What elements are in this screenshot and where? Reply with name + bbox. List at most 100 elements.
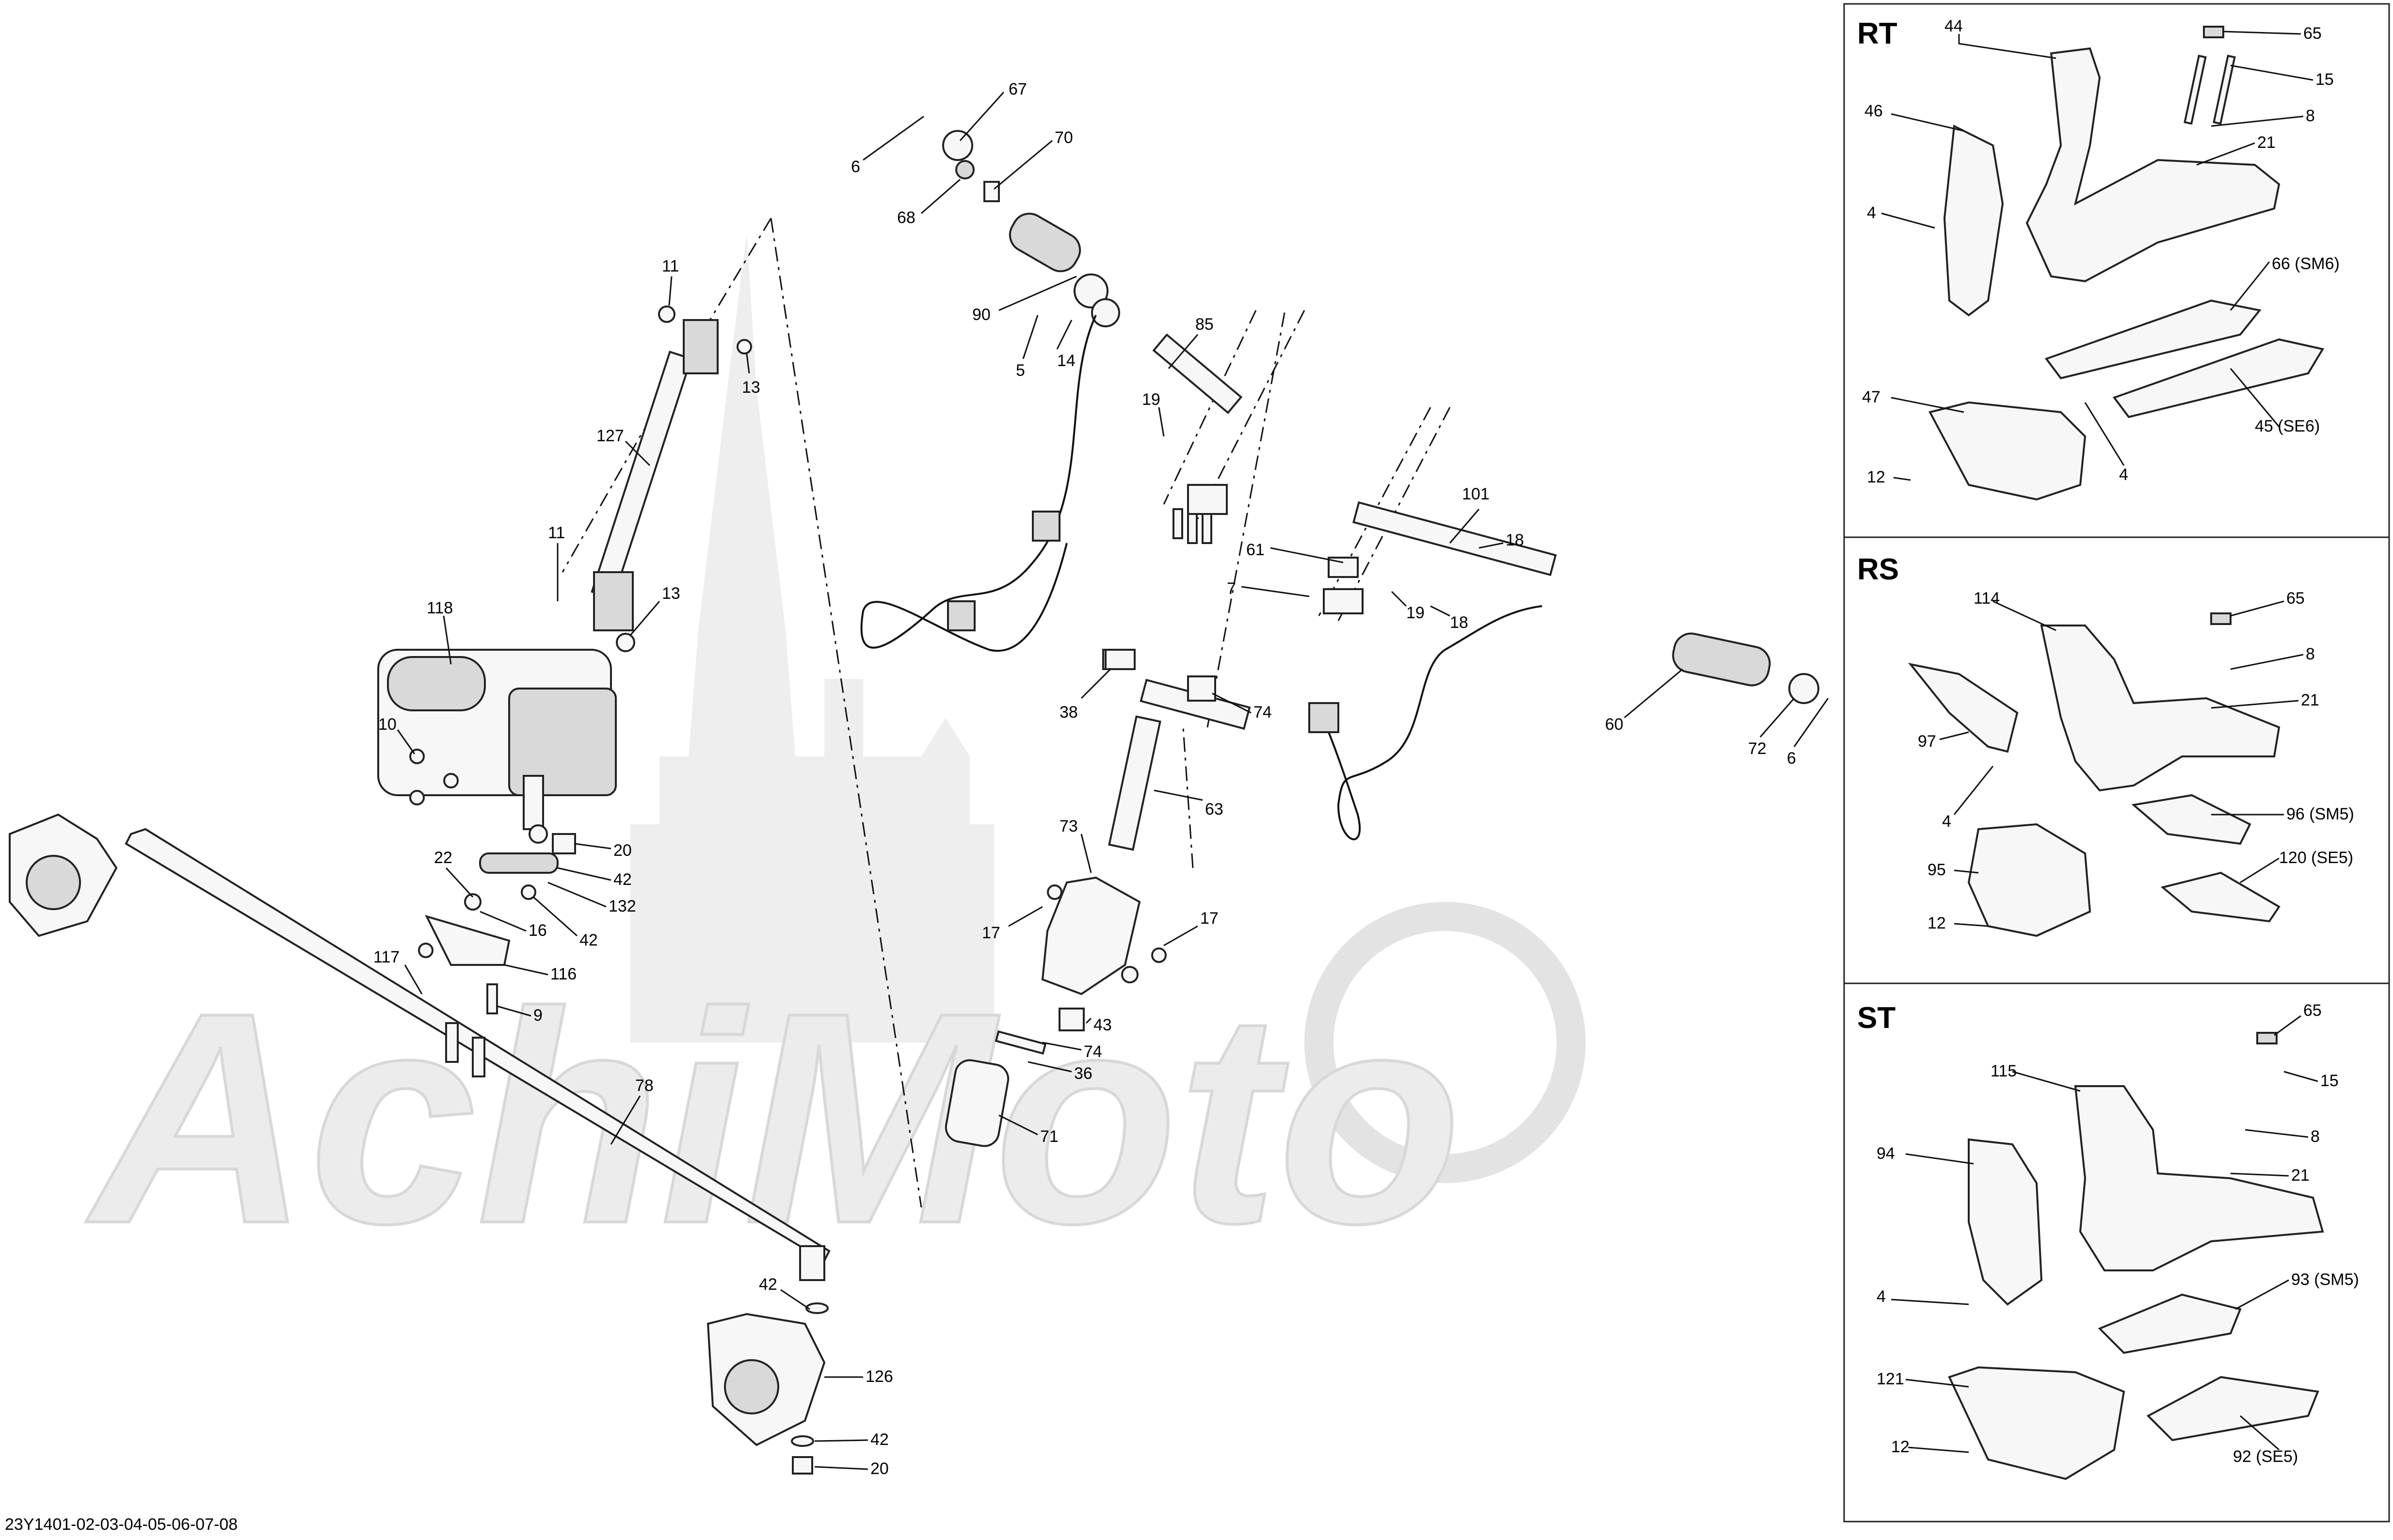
callout-17: 17 xyxy=(1200,909,1219,928)
guide-line xyxy=(1163,310,1257,505)
connector xyxy=(947,600,976,631)
leader-line xyxy=(746,353,750,374)
callout-74: 74 xyxy=(1084,1043,1102,1061)
leader-line xyxy=(1042,1042,1082,1051)
leader-line xyxy=(497,1005,531,1017)
leader-line xyxy=(2196,142,2255,166)
tie-rod-stud xyxy=(472,1037,485,1077)
leader-line xyxy=(1028,1061,1072,1073)
bolt xyxy=(486,983,498,1014)
guide-line xyxy=(562,218,772,573)
leader-line xyxy=(1908,1446,1969,1453)
bracket xyxy=(1105,649,1136,670)
leader-line xyxy=(1212,692,1252,714)
leader-line xyxy=(959,91,1005,142)
leader-line xyxy=(2240,1415,2280,1451)
callout-12: 12 xyxy=(1891,1438,1910,1456)
leader-line xyxy=(397,729,416,754)
leader-line xyxy=(1891,113,1964,132)
callout-115: 115 xyxy=(1991,1062,2017,1080)
leader-line xyxy=(1008,906,1043,927)
callout-19: 19 xyxy=(1406,604,1425,622)
clip xyxy=(2203,26,2224,38)
callout-8: 8 xyxy=(2311,1127,2320,1146)
rivet xyxy=(2213,54,2236,125)
bolt xyxy=(658,305,675,323)
washer xyxy=(805,1302,829,1314)
leader-line xyxy=(2240,857,2280,883)
leader-line xyxy=(1954,869,1979,874)
leader-line xyxy=(1430,605,1450,617)
right-wire-harness xyxy=(1328,605,1542,840)
leader-line xyxy=(1158,407,1165,437)
panel-st-title: ST xyxy=(1857,1001,1895,1035)
trim-panel xyxy=(2112,338,2325,418)
leader-line xyxy=(863,115,924,161)
callout-14: 14 xyxy=(1057,352,1076,370)
leader-line xyxy=(1478,542,1504,549)
base-tray xyxy=(1928,401,2087,501)
leader-line xyxy=(1080,668,1111,699)
leader-line xyxy=(998,1114,1038,1136)
leader-line xyxy=(2012,1071,2081,1092)
callout-46: 46 xyxy=(1864,102,1883,120)
leader-line xyxy=(1270,547,1344,563)
steering-shaft xyxy=(591,351,692,600)
left-spindle-hub xyxy=(26,855,81,910)
watermark-text: AchiMoto xyxy=(83,950,1461,1286)
trim-panel xyxy=(2146,1376,2319,1442)
callout-101: 101 xyxy=(1462,485,1490,503)
tie-rod-stud xyxy=(445,1022,459,1063)
callout-4: 4 xyxy=(2119,465,2128,484)
leader-line xyxy=(668,276,673,306)
watermark-wheel xyxy=(1304,902,1586,1183)
main-callouts: 67 70 6 68 90 5 14 85 19 61 7 101 18 19 … xyxy=(373,80,1829,1478)
leader-line xyxy=(574,843,611,850)
leader-line xyxy=(2245,1129,2309,1138)
callout-63: 63 xyxy=(1205,800,1223,818)
bushing xyxy=(464,893,482,911)
callout-45: 45 (SE6) xyxy=(2255,417,2320,435)
leader-line xyxy=(2084,402,2125,466)
leader-line xyxy=(1449,509,1480,544)
bushing xyxy=(1059,1008,1085,1031)
callout-120: 120 (SE5) xyxy=(2279,849,2353,867)
callout-19: 19 xyxy=(1142,390,1160,409)
leader-line xyxy=(610,1095,641,1145)
callout-18: 18 xyxy=(1506,531,1524,549)
leader-line xyxy=(1954,923,1989,927)
leader-line xyxy=(2211,115,2304,127)
leader-line xyxy=(1168,334,1199,369)
callout-78: 78 xyxy=(635,1076,654,1095)
grip-heater-ring xyxy=(1074,273,1108,308)
output-shaft xyxy=(523,775,544,830)
leader-line xyxy=(2230,64,2313,81)
callout-47: 47 xyxy=(1862,388,1880,406)
watermark-skyline xyxy=(630,233,994,1043)
callout-21: 21 xyxy=(2291,1166,2310,1185)
callout-42: 42 xyxy=(579,931,598,949)
callout-10: 10 xyxy=(378,715,397,734)
leader-line xyxy=(1992,600,2056,631)
panel-st: ST 65 115 15 94 8 21 4 93 (SM5) 121 12 9… xyxy=(1843,982,2390,1523)
callout-5: 5 xyxy=(1016,361,1025,380)
callout-21: 21 xyxy=(2301,691,2319,709)
washer xyxy=(529,824,548,844)
drawing-code: 23Y1401-02-03-04-05-06-07-08 xyxy=(5,1515,238,1534)
left-wire-harness xyxy=(860,315,1097,652)
trim-panel xyxy=(2160,871,2281,923)
trim-panel xyxy=(2131,794,2251,845)
callout-11: 11 xyxy=(662,257,679,275)
callout-12: 12 xyxy=(1867,468,1885,486)
callout-8: 8 xyxy=(2306,107,2315,125)
connector xyxy=(1308,702,1339,733)
callout-92: 92 (SE5) xyxy=(2233,1447,2298,1466)
bushing xyxy=(1187,675,1216,702)
leader-line xyxy=(2230,654,2304,670)
clamp xyxy=(1187,484,1228,515)
leader-line xyxy=(533,896,578,937)
callout-127: 127 xyxy=(596,427,624,445)
callout-95: 95 xyxy=(1927,861,1946,879)
panel-rt-frame xyxy=(1843,3,2390,538)
callout-42: 42 xyxy=(870,1430,889,1449)
